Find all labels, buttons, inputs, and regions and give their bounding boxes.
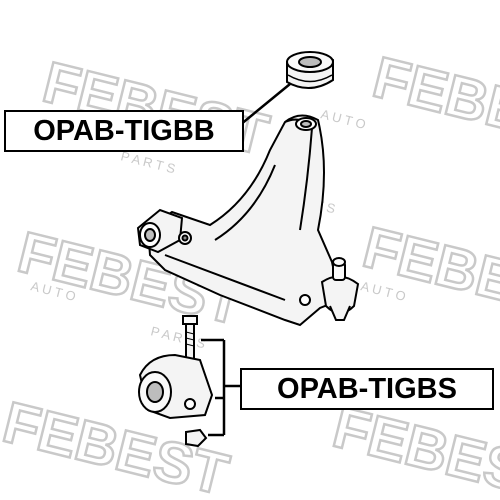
top-bushing-illustration — [286, 51, 334, 89]
watermark-sub: A U T O — [319, 106, 367, 132]
part-label-top-text: OPAB-TIGBB — [33, 114, 215, 147]
watermark-brand: FEBEST — [367, 45, 500, 163]
control-arm-illustration — [136, 114, 360, 327]
bottom-bushing-illustration — [138, 315, 214, 448]
part-label-top: OPAB-TIGBB — [4, 110, 244, 152]
bottom-leader-lines — [201, 338, 240, 437]
part-label-bottom: OPAB-TIGBS — [240, 368, 494, 410]
watermark-brand: FEBEST — [357, 215, 500, 333]
watermark-brand: FEBEST — [327, 395, 500, 500]
top-leader-line — [239, 83, 291, 126]
part-label-bottom-text: OPAB-TIGBS — [277, 372, 457, 405]
watermark-sub: P A R T S — [119, 148, 177, 176]
